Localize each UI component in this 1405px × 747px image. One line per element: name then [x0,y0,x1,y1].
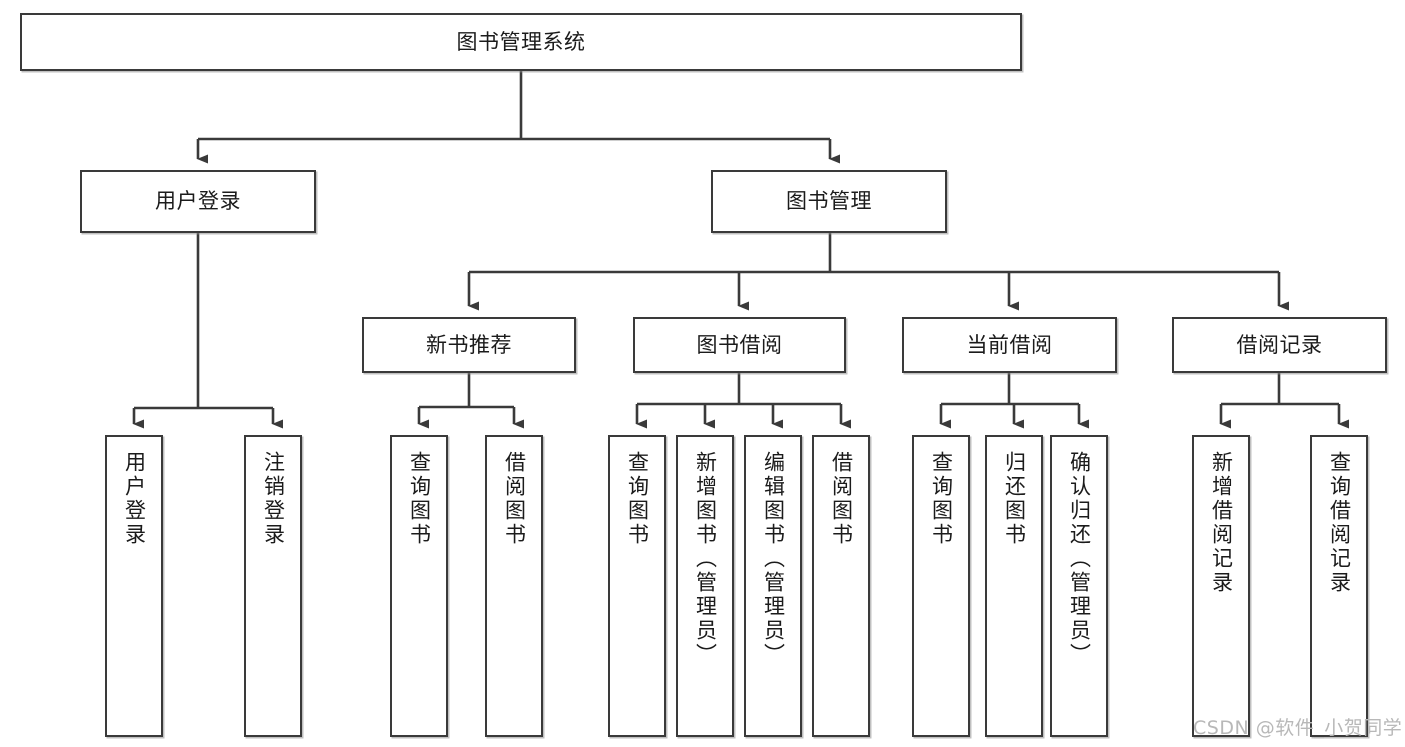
node-leaf-edit-book-label: 编辑图书（管理员） [761,451,786,667]
node-leaf-borrow-book-2-label: 借阅图书 [829,451,854,547]
node-root-system[interactable]: 图书管理系统 [20,13,1022,71]
node-leaf-user-logout-label: 注销登录 [261,451,286,547]
node-book-manage-label: 图书管理 [786,189,872,214]
node-leaf-edit-book[interactable]: 编辑图书（管理员） [744,435,802,737]
node-leaf-query-borrow-record-label: 查询借阅记录 [1327,451,1352,595]
node-user-login[interactable]: 用户登录 [80,170,316,233]
node-leaf-add-borrow-record[interactable]: 新增借阅记录 [1192,435,1250,737]
node-leaf-borrow-book-1-label: 借阅图书 [502,451,527,547]
node-leaf-user-logout[interactable]: 注销登录 [244,435,302,737]
node-leaf-add-book-label: 新增图书（管理员） [693,451,718,667]
node-book-borrow-label: 图书借阅 [696,332,783,357]
node-leaf-confirm-return-label: 确认归还（管理员） [1067,451,1092,667]
node-leaf-add-book[interactable]: 新增图书（管理员） [676,435,734,737]
node-leaf-query-book-1[interactable]: 查询图书 [390,435,448,737]
node-leaf-borrow-book-2[interactable]: 借阅图书 [812,435,870,737]
node-new-book-recommend-label: 新书推荐 [426,332,512,357]
node-leaf-user-login[interactable]: 用户登录 [105,435,163,737]
node-book-borrow[interactable]: 图书借阅 [633,317,846,373]
node-leaf-query-book-1-label: 查询图书 [407,451,432,547]
node-leaf-user-login-label: 用户登录 [122,451,147,547]
node-root-label: 图书管理系统 [456,29,586,54]
node-leaf-return-book-label: 归还图书 [1002,451,1027,547]
node-current-borrow-label: 当前借阅 [966,332,1053,357]
node-leaf-confirm-return[interactable]: 确认归还（管理员） [1050,435,1108,737]
node-leaf-borrow-book-1[interactable]: 借阅图书 [485,435,543,737]
node-new-book-recommend[interactable]: 新书推荐 [362,317,576,373]
node-book-manage[interactable]: 图书管理 [711,170,947,233]
node-leaf-add-borrow-record-label: 新增借阅记录 [1209,451,1234,595]
node-leaf-return-book[interactable]: 归还图书 [985,435,1043,737]
node-current-borrow[interactable]: 当前借阅 [902,317,1117,373]
node-leaf-query-book-2[interactable]: 查询图书 [608,435,666,737]
node-user-login-label: 用户登录 [155,189,241,214]
node-leaf-query-book-3[interactable]: 查询图书 [912,435,970,737]
node-leaf-query-book-3-label: 查询图书 [929,451,954,547]
node-leaf-query-book-2-label: 查询图书 [625,451,650,547]
node-borrow-record[interactable]: 借阅记录 [1172,317,1387,373]
node-leaf-query-borrow-record[interactable]: 查询借阅记录 [1310,435,1368,737]
node-borrow-record-label: 借阅记录 [1236,332,1323,357]
